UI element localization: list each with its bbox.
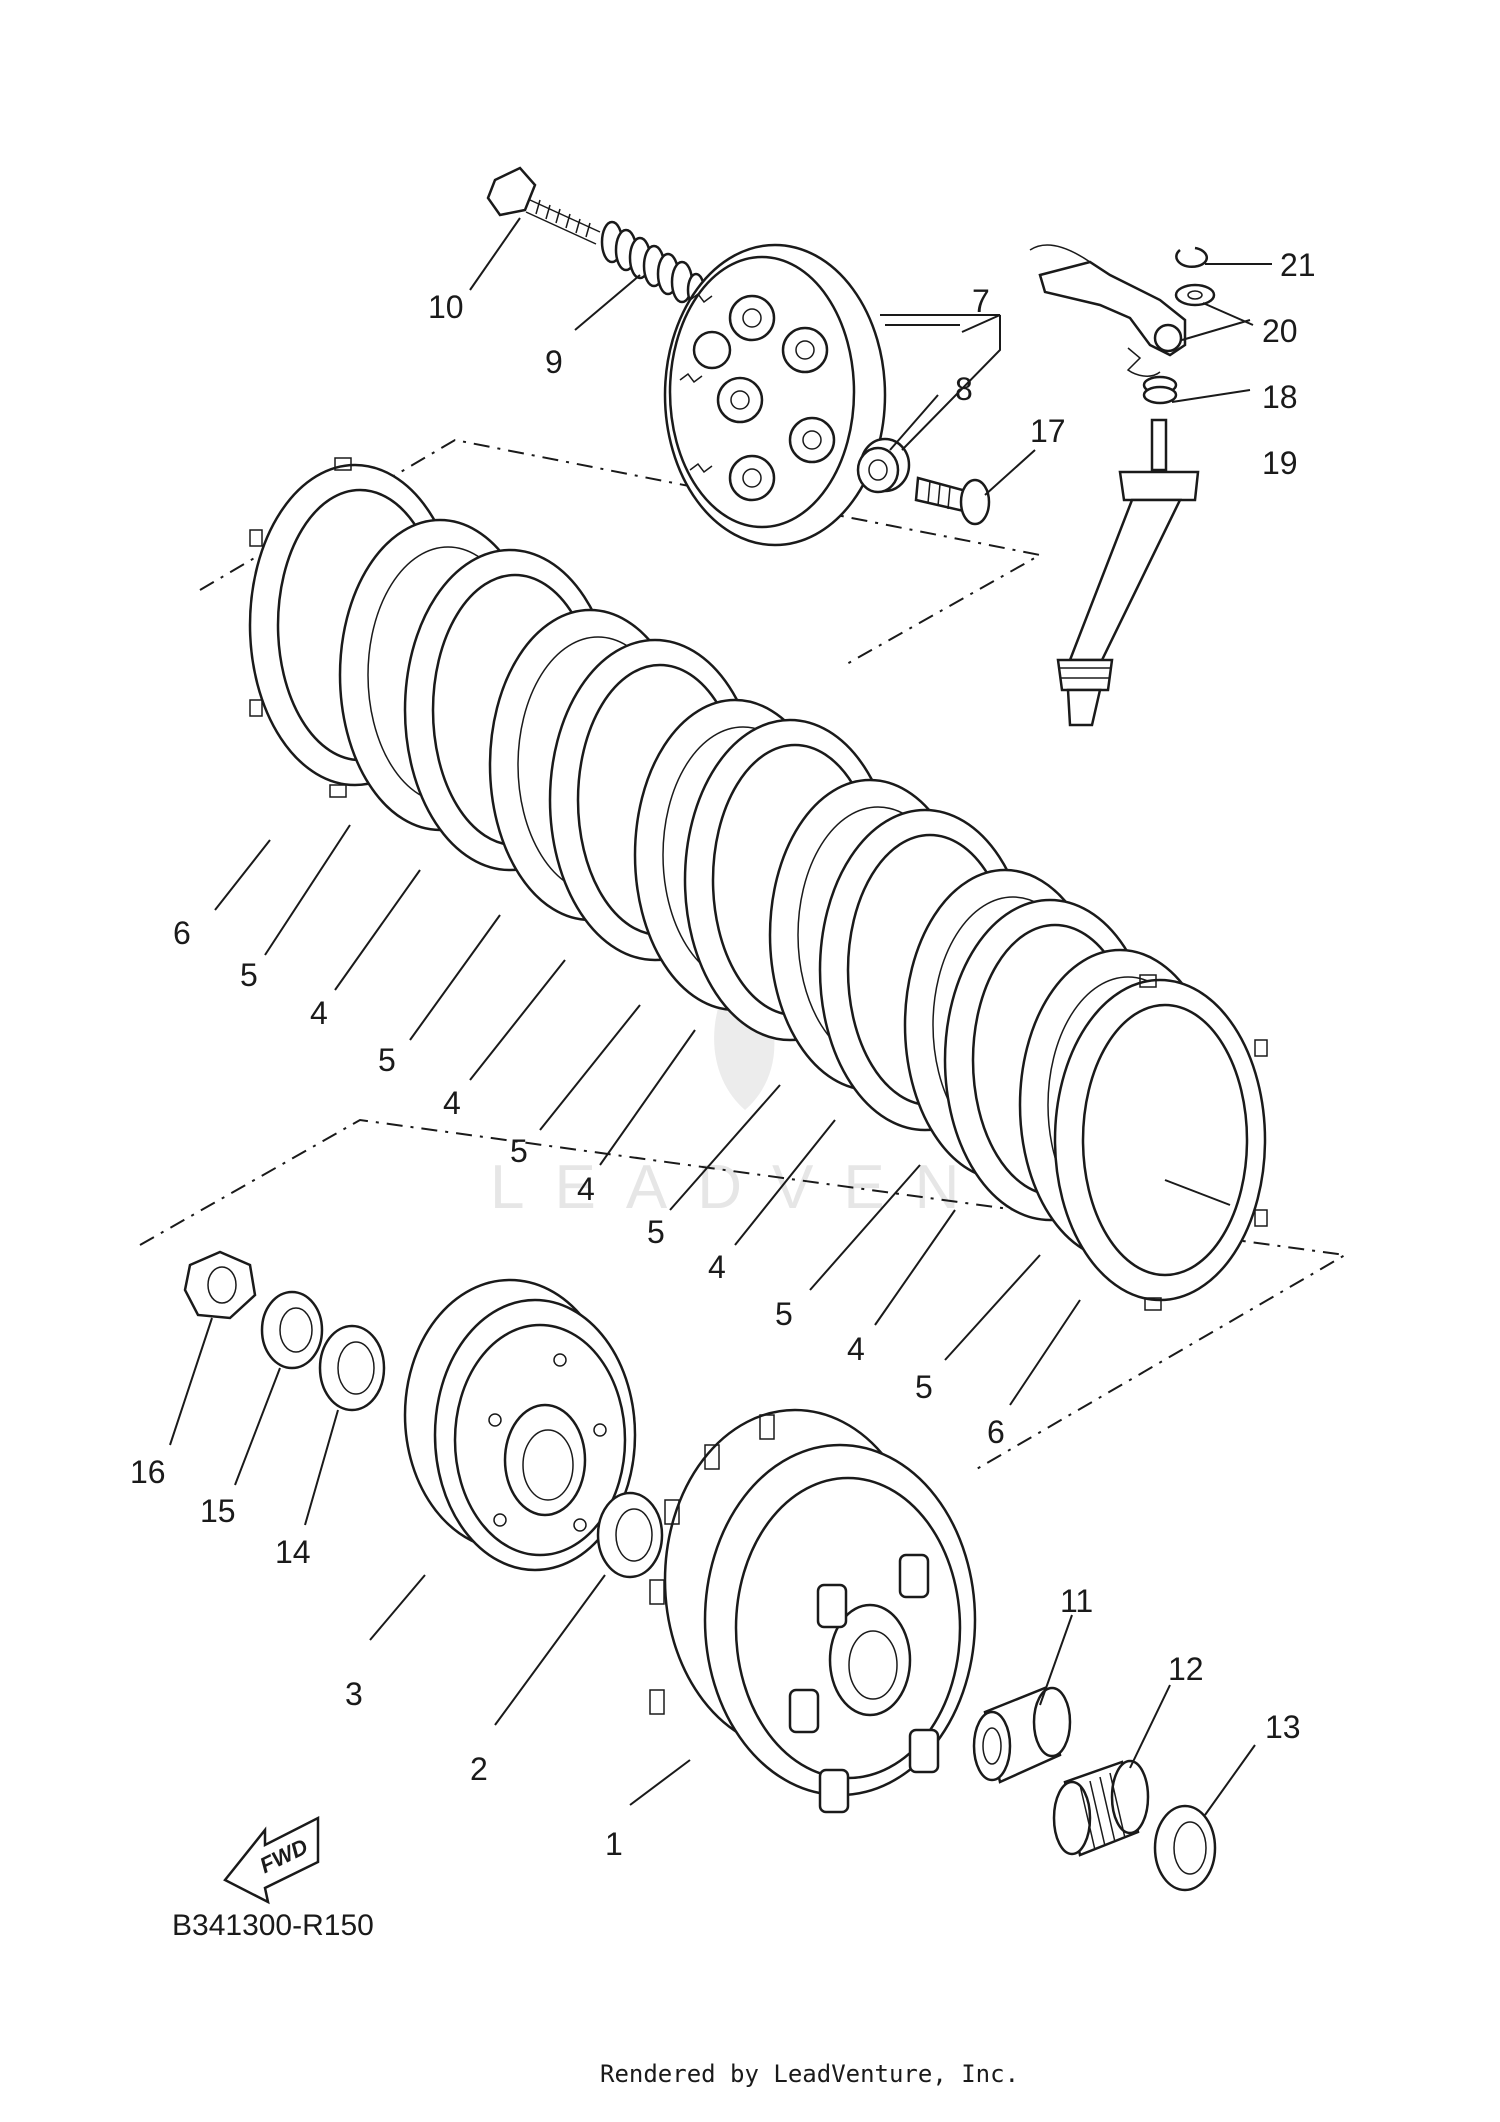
part-2-thrust-washer: [596, 1491, 664, 1579]
callout-4b: 4: [443, 1085, 461, 1121]
callout-10: 10: [428, 289, 464, 325]
part-3-clutch-boss: [403, 1278, 637, 1572]
part-19-spring: [1126, 347, 1178, 405]
callout-12: 12: [1168, 1651, 1204, 1687]
callout-4e: 4: [847, 1331, 865, 1367]
part-12-needle-bearing: [1052, 1759, 1150, 1857]
callout-17: 17: [1030, 413, 1066, 449]
callout-5a: 5: [240, 957, 258, 993]
callout-5f: 5: [915, 1369, 933, 1405]
callout-8: 8: [955, 371, 973, 407]
part-18-push-lever: [1029, 244, 1187, 357]
callout-11: 11: [1060, 1583, 1093, 1619]
part-17-push-rod: [914, 476, 991, 526]
callout-3: 3: [345, 1676, 363, 1712]
push-lever-shaft: [1056, 418, 1200, 727]
callouts: 10 9 7 8 17 21 20 18 19 6 5 4 5 4 5 4 5 …: [130, 247, 1316, 1862]
callout-4d: 4: [708, 1249, 726, 1285]
part-1-clutch-housing: [649, 1408, 977, 1814]
part-21-circlip: [1175, 246, 1208, 269]
callout-6b: 6: [987, 1414, 1005, 1450]
part-8-bearing: [856, 437, 911, 494]
callout-19: 19: [1262, 445, 1298, 481]
callout-21: 21: [1280, 247, 1316, 283]
part-6-friction-plate-rear: [1053, 978, 1267, 1302]
callout-20: 20: [1262, 313, 1298, 349]
render-credit: Rendered by LeadVenture, Inc.: [600, 2060, 1019, 2088]
callout-18: 18: [1262, 379, 1298, 415]
callout-15: 15: [200, 1493, 236, 1529]
part-20-washer: [1174, 283, 1216, 307]
part-7-pressure-plate: [663, 243, 887, 547]
friction-plate-tabs: [249, 457, 1268, 1311]
part-10-bolt: [486, 166, 601, 245]
reference-code: B341300-R150: [172, 1909, 374, 1942]
callout-9: 9: [545, 344, 563, 380]
fwd-arrow-icon: FWD: [223, 1815, 320, 1905]
callout-6a: 6: [173, 915, 191, 951]
part-11-collar: [972, 1686, 1072, 1784]
callout-14: 14: [275, 1534, 311, 1570]
callout-2: 2: [470, 1751, 488, 1787]
callout-5d: 5: [647, 1214, 665, 1250]
callout-13: 13: [1265, 1709, 1301, 1745]
part-13-washer: [1153, 1804, 1217, 1892]
callout-4c: 4: [577, 1171, 595, 1207]
callout-7: 7: [972, 283, 990, 319]
part-16-nut: [183, 1250, 257, 1320]
leader-lines: [169, 217, 1272, 1816]
callout-5e: 5: [775, 1296, 793, 1332]
callout-5b: 5: [378, 1042, 396, 1078]
part-15-lock-washer: [260, 1290, 324, 1370]
callout-4a: 4: [310, 995, 328, 1031]
callout-16: 16: [130, 1454, 166, 1490]
part-14-washer: [318, 1324, 386, 1412]
callout-1: 1: [605, 1826, 623, 1862]
boundary-lower: [139, 1118, 1349, 1471]
callout-5c: 5: [510, 1133, 528, 1169]
